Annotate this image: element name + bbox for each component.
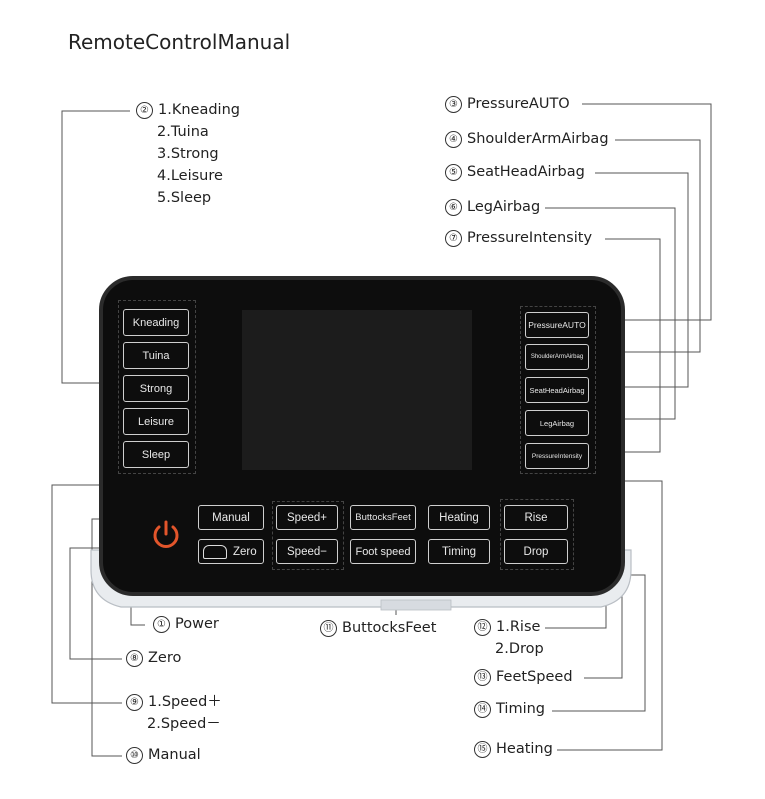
callout-text: PressureIntensity [467, 230, 593, 246]
callout-number: ⑦ [445, 230, 462, 247]
callout-text: Heating [496, 741, 553, 757]
leader-line-pressure-auto [582, 103, 712, 321]
callout-mode-line-3: 3.Strong [157, 146, 219, 162]
airbag-button-group [520, 306, 596, 474]
callout-mode-line-4: 4.Leisure [157, 168, 223, 184]
manual-button[interactable]: Manual [198, 505, 264, 530]
callout-buttocks-feet: ⑪ ButtocksFeet [320, 618, 436, 639]
callout-pressure-intensity: ⑦ PressureIntensity [445, 228, 592, 249]
page-title: RemoteControlManual [68, 30, 291, 54]
callout-mode-line-5: 5.Sleep [157, 190, 212, 206]
callout-shoulder-arm: ④ ShoulderArmAirbag [445, 129, 609, 150]
sleep-button[interactable]: Sleep [123, 441, 189, 468]
rise-drop-button-group [500, 499, 574, 570]
callout-pressure-auto: ③ PressureAUTO [445, 94, 570, 115]
callout-text: Manual [148, 747, 201, 763]
callout-manual: ⑩ Manual [126, 745, 201, 766]
speed-button-group [272, 501, 344, 570]
callout-number: ⑤ [445, 164, 462, 181]
lcd-screen [242, 310, 472, 470]
callout-zero: ⑧ Zero [126, 648, 181, 669]
callout-number: ① [153, 616, 170, 633]
callout-speed: ⑨ 1.Speed＋ [126, 692, 222, 713]
callout-number: ⑪ [320, 620, 337, 637]
callout-rise-drop: ⑫ 1.Rise [474, 617, 540, 638]
callout-text: Timing [496, 701, 545, 717]
callout-power: ① Power [153, 614, 219, 635]
power-icon[interactable] [150, 519, 182, 551]
callout-number: ⑭ [474, 701, 491, 718]
tuina-button[interactable]: Tuina [123, 342, 189, 369]
callout-text: LegAirbag [467, 199, 541, 215]
callout-number: ② [136, 102, 153, 119]
callout-leg: ⑥ LegAirbag [445, 197, 540, 218]
callout-number: ⑧ [126, 650, 143, 667]
callout-mode-line-1: 1.Kneading [158, 102, 240, 118]
leg-airbag-button[interactable]: LegAirbag [525, 410, 589, 436]
callout-rise-drop-line-2: 2.Drop [495, 641, 544, 657]
leisure-button[interactable]: Leisure [123, 408, 189, 435]
mode-button-group [118, 300, 196, 474]
zero-button[interactable]: Zero [198, 539, 264, 564]
callout-text: Zero [148, 650, 182, 666]
leader-line-shoulder-arm [590, 139, 701, 353]
callout-text: FeetSpeed [496, 669, 573, 685]
callout-text: ButtocksFeet [342, 620, 437, 636]
leader-line-mode [61, 110, 130, 384]
callout-seat-head: ⑤ SeatHeadAirbag [445, 162, 585, 183]
speed-plus-button[interactable]: Speed+ [276, 505, 338, 530]
callout-text: ShoulderArmAirbag [467, 131, 609, 147]
callout-speed-line-1: 1.Speed＋ [148, 694, 222, 710]
callout-heating: ⑮ Heating [474, 739, 553, 760]
rise-button[interactable]: Rise [504, 505, 568, 530]
leader-line-seat-head [590, 172, 689, 388]
callout-feet-speed: ⑬ FeetSpeed [474, 667, 573, 688]
callout-text: Power [175, 616, 219, 632]
leader-line-pressure-intensity [590, 238, 661, 453]
timing-button[interactable]: Timing [428, 539, 490, 564]
callout-number: ⑥ [445, 199, 462, 216]
callout-speed-line-2: 2.Speed－ [147, 716, 221, 732]
heating-button[interactable]: Heating [428, 505, 490, 530]
speed-minus-button[interactable]: Speed− [276, 539, 338, 564]
callout-number: ⑮ [474, 741, 491, 758]
zero-label: Zero [233, 545, 257, 558]
foot-speed-button[interactable]: Foot speed [350, 539, 416, 564]
pressure-intensity-button[interactable]: PressureIntensity [525, 443, 589, 469]
kneading-button[interactable]: Kneading [123, 309, 189, 336]
callout-mode: ② 1.Kneading [136, 100, 240, 121]
strong-button[interactable]: Strong [123, 375, 189, 402]
shoulder-arm-airbag-button[interactable]: ShoulderArmAirbag [525, 344, 589, 370]
callout-text: PressureAUTO [467, 96, 570, 112]
buttocks-feet-button[interactable]: ButtocksFeet [350, 505, 416, 530]
callout-mode-line-2: 2.Tuina [157, 124, 209, 140]
callout-number: ③ [445, 96, 462, 113]
callout-number: ⑩ [126, 747, 143, 764]
seat-head-airbag-button[interactable]: SeatHeadAirbag [525, 377, 589, 403]
zero-gravity-icon [203, 544, 227, 559]
callout-rise-drop-line-1: 1.Rise [496, 619, 541, 635]
drop-button[interactable]: Drop [504, 539, 568, 564]
callout-number: ⑫ [474, 619, 491, 636]
pressure-auto-button[interactable]: PressureAUTO [525, 312, 589, 338]
callout-number: ⑬ [474, 669, 491, 686]
callout-timing: ⑭ Timing [474, 699, 545, 720]
leader-line-leg [545, 207, 676, 420]
callout-text: SeatHeadAirbag [467, 164, 585, 180]
callout-number: ④ [445, 131, 462, 148]
callout-number: ⑨ [126, 694, 143, 711]
